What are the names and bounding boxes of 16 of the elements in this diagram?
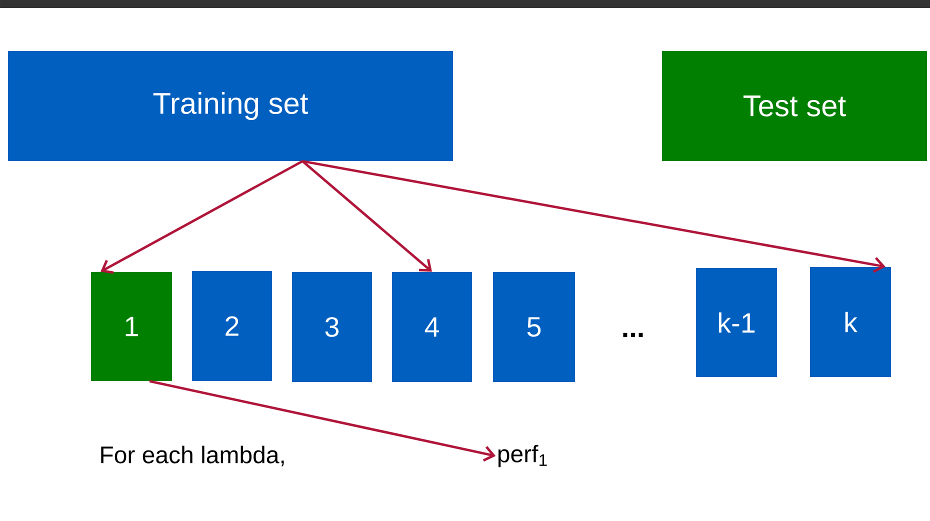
arrow — [100, 160, 304, 274]
fold-box: 4 — [392, 272, 472, 382]
set-box: Training set — [8, 51, 453, 161]
fold-box: k — [810, 266, 891, 377]
fold-box: 5 — [493, 272, 575, 382]
fold-box: k-1 — [696, 268, 777, 377]
fold-box: 2 — [192, 270, 272, 381]
ellipsis: ... — [623, 332, 643, 338]
note-text: For each lambda, — [101, 446, 284, 466]
set-box: Test set — [662, 51, 927, 161]
arrow — [302, 160, 432, 272]
fold-box: 1 — [91, 272, 172, 381]
arrow — [302, 160, 886, 273]
fold-box: 3 — [292, 272, 372, 382]
arrow — [149, 380, 496, 462]
result-text: perf$_{1}$ — [498, 444, 547, 468]
